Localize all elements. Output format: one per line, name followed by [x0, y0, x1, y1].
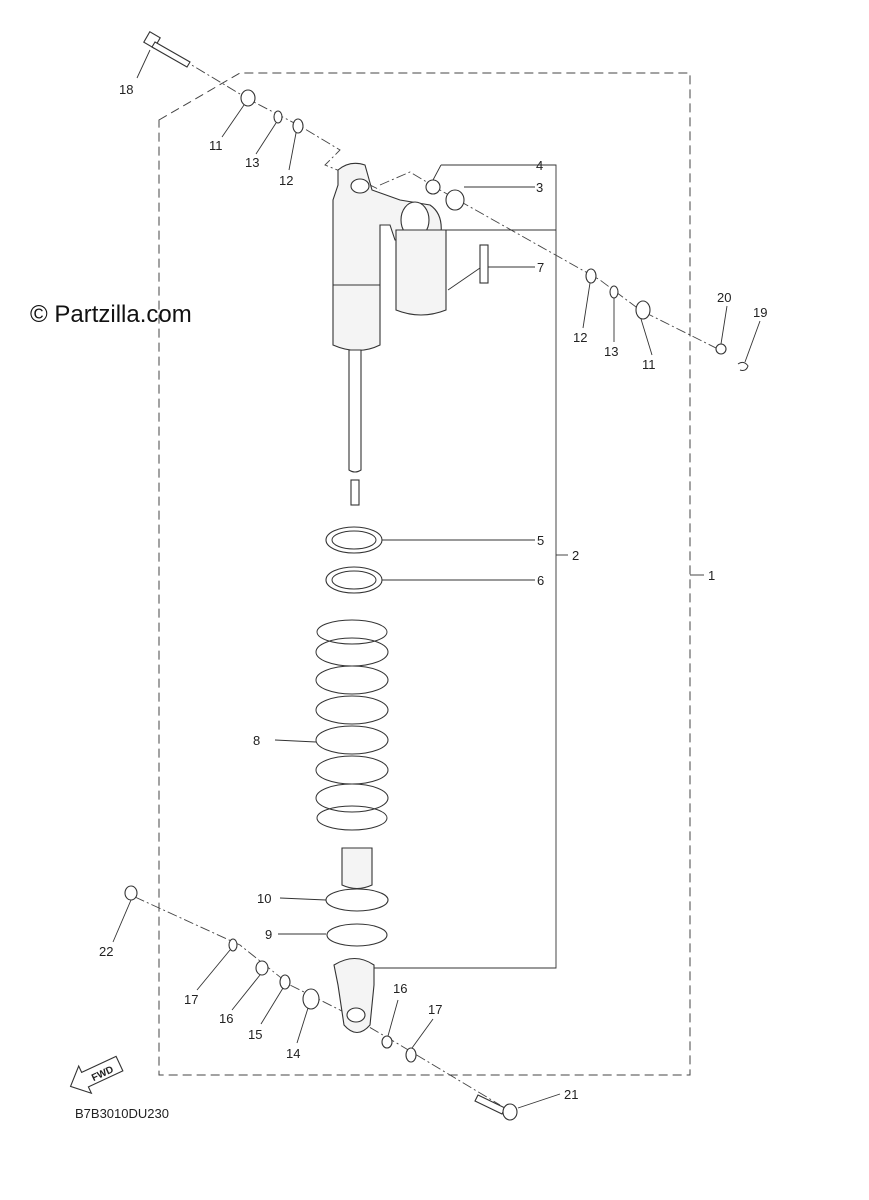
callout-label: 17	[428, 1002, 442, 1017]
callout-label: 20	[717, 290, 731, 305]
callout-label: 11	[209, 138, 223, 153]
callout-label: 5	[537, 533, 544, 548]
callout-label: 13	[245, 155, 259, 170]
callout-label: 4	[536, 158, 543, 173]
bump-stop	[325, 847, 389, 947]
bottom-bushings	[124, 885, 417, 1063]
callout-label: 14	[286, 1046, 300, 1061]
diagram-code: B7B3010DU230	[75, 1106, 169, 1121]
lower-clevis	[333, 957, 375, 1034]
spring-8	[315, 619, 389, 831]
callout-label: 12	[279, 173, 293, 188]
shock-absorber-body	[332, 162, 447, 506]
bracket-2	[372, 164, 557, 969]
callout-label: 9	[265, 927, 272, 942]
fwd-arrow-icon: FWD	[69, 1055, 124, 1095]
watermark: © Partzilla.com	[30, 301, 192, 328]
callout-label: 17	[184, 992, 198, 1007]
leader-lines	[112, 49, 761, 1109]
callout-label: 15	[248, 1027, 262, 1042]
lock-ring-5	[325, 526, 383, 554]
callout-label: 16	[219, 1011, 233, 1026]
callout-label: 2	[572, 548, 579, 563]
callout-label: 16	[393, 981, 407, 996]
callout-label: 22	[99, 944, 113, 959]
assembly-boundary	[158, 72, 691, 1076]
callout-label: 6	[537, 573, 544, 588]
lock-ring-6	[325, 566, 383, 594]
callout-label: 19	[753, 305, 767, 320]
callout-label: 1	[708, 568, 715, 583]
callout-label: 7	[537, 260, 544, 275]
callout-label: 13	[604, 344, 618, 359]
bolt-18	[143, 31, 191, 68]
adjuster-7	[447, 244, 489, 291]
callout-label: 21	[564, 1087, 578, 1102]
callout-label: 8	[253, 733, 260, 748]
top-bushings	[240, 89, 749, 371]
callout-label: 12	[573, 330, 587, 345]
callout-label: 11	[642, 357, 656, 372]
bolt-21	[474, 1094, 518, 1121]
callout-label: 10	[257, 891, 271, 906]
callout-label: 18	[119, 82, 133, 97]
callout-label: 3	[536, 180, 543, 195]
